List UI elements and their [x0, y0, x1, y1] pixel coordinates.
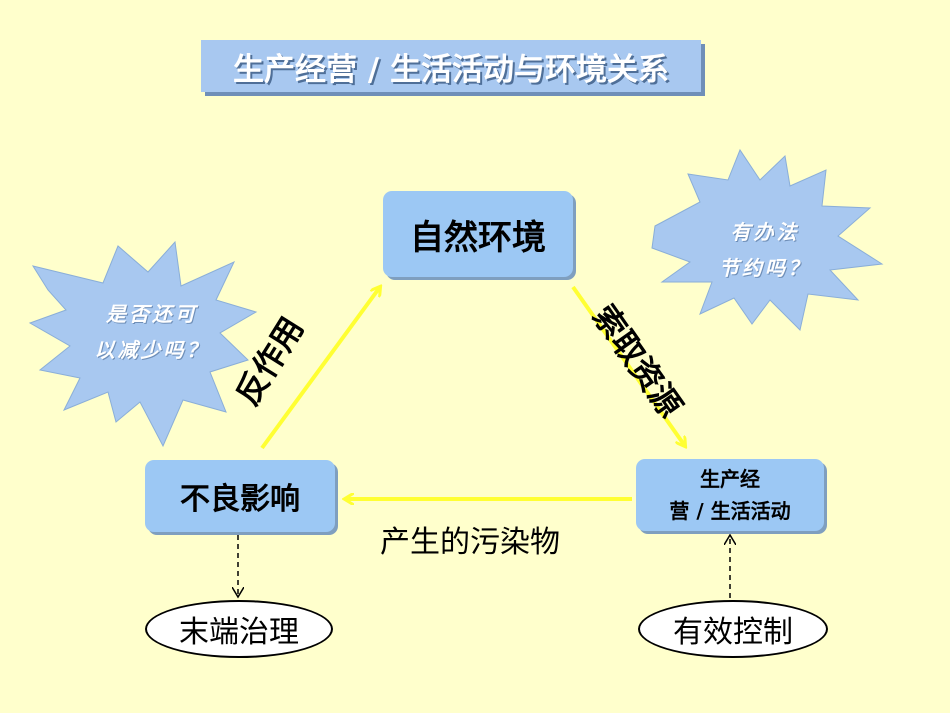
burst-right-text: 有办法 节约吗？ [680, 214, 850, 286]
label-pollutants: 产生的污染物 [380, 525, 560, 560]
burst-right-line2: 节约吗？ [719, 256, 811, 280]
node-bad-impact: 不良影响 [145, 460, 335, 532]
node-production-line1: 生产经 [700, 467, 760, 491]
arrow-reaction [260, 287, 380, 450]
burst-left-line1: 是否还可 [106, 302, 198, 326]
burst-right-shape [651, 148, 884, 331]
burst-left-text: 是否还可 以减少吗？ [62, 296, 242, 368]
node-production-line2: 营 / 生活活动 [669, 499, 791, 523]
burst-left-shape [28, 240, 258, 448]
burst-right-line1: 有办法 [730, 220, 800, 244]
page-title: 生产经营 / 生活活动与环境关系 [201, 40, 701, 92]
node-production: 生产经 营 / 生活活动 [636, 459, 824, 531]
burst-left-line2: 以减少吗？ [94, 338, 210, 362]
arrow-take-resources [571, 285, 685, 446]
node-end-treatment: 末端治理 [145, 600, 333, 658]
node-effective-control: 有效控制 [638, 600, 828, 658]
node-environment: 自然环境 [383, 191, 573, 277]
